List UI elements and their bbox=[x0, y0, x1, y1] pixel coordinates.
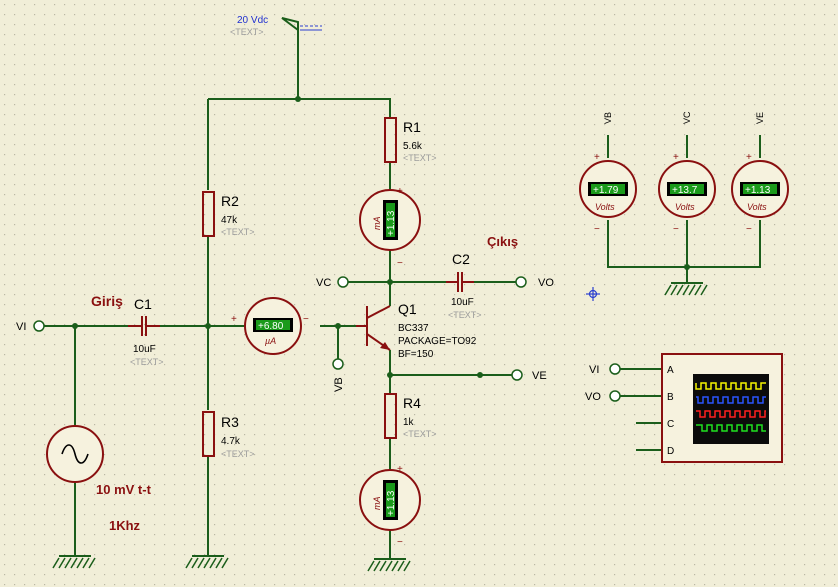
voltmeter-vc-unit: Volts bbox=[675, 202, 695, 212]
scope-channel-d: D bbox=[667, 446, 674, 457]
voltmeter-vb-probe: VB bbox=[603, 112, 613, 124]
scope-channel-b: B bbox=[667, 392, 674, 403]
dc-supply[interactable]: 20 Vdc <TEXT> bbox=[230, 15, 322, 37]
r1-name: R1 bbox=[403, 119, 421, 135]
r4-value: 1k bbox=[403, 417, 415, 428]
r1-text: <TEXT> bbox=[403, 153, 437, 163]
r3-text: <TEXT> bbox=[221, 449, 255, 459]
voltmeter-vb[interactable]: VB +1.79 Volts + − bbox=[579, 112, 637, 235]
emitter-ma-reading: +1.13 bbox=[386, 490, 397, 516]
voltmeter-vc[interactable]: VC +13.7 Volts + − bbox=[658, 111, 716, 235]
scope-input-vo[interactable]: VO bbox=[585, 390, 621, 403]
scope-input-vo-label: VO bbox=[585, 391, 601, 403]
base-ua-unit: µA bbox=[265, 336, 276, 346]
q1-package: PACKAGE=TO92 bbox=[398, 336, 477, 347]
r2-value: 47k bbox=[221, 215, 238, 226]
scope-channel-a: A bbox=[667, 365, 674, 376]
base-ua-minus: − bbox=[303, 314, 309, 325]
emitter-ma-plus: + bbox=[397, 464, 403, 475]
terminal-ve[interactable]: VE bbox=[511, 369, 547, 382]
scope-channel-c: C bbox=[667, 419, 674, 430]
resistor-r3[interactable]: R3 4.7k <TEXT> bbox=[202, 411, 255, 459]
terminal-vi-label: VI bbox=[16, 321, 26, 333]
terminal-vo[interactable]: VO bbox=[515, 276, 554, 289]
emitter-ma-minus: − bbox=[397, 537, 403, 548]
collector-ma-unit: mA bbox=[372, 217, 382, 231]
c1-value: 10uF bbox=[133, 344, 156, 355]
scope-trace-d bbox=[696, 424, 766, 432]
base-ua-reading: +6.80 bbox=[258, 321, 284, 332]
scope-input-vi[interactable]: VI bbox=[589, 363, 621, 376]
ammeter-base[interactable]: +6.80 µA + − bbox=[231, 297, 309, 355]
resistor-r4[interactable]: R4 1k <TEXT> bbox=[384, 393, 437, 439]
voltmeter-vb-plus: + bbox=[594, 152, 600, 163]
voltmeter-vb-minus: − bbox=[594, 224, 600, 235]
voltmeter-ve[interactable]: VE +1.13 Volts + − bbox=[731, 112, 789, 235]
r4-text: <TEXT> bbox=[403, 429, 437, 439]
q1-name: Q1 bbox=[398, 301, 417, 317]
collector-ma-plus: + bbox=[397, 186, 403, 197]
voltmeter-ve-unit: Volts bbox=[747, 202, 767, 212]
voltmeter-ve-plus: + bbox=[746, 152, 752, 163]
capacitor-c2[interactable]: C2 10uF <TEXT> bbox=[446, 251, 482, 320]
voltmeter-vb-unit: Volts bbox=[595, 202, 615, 212]
base-ua-plus: + bbox=[231, 314, 237, 325]
collector-ma-reading: +1.13 bbox=[386, 210, 397, 236]
voltmeter-vc-plus: + bbox=[673, 152, 679, 163]
source-amplitude: 10 mV t-t bbox=[96, 482, 152, 497]
c2-text: <TEXT> bbox=[448, 310, 482, 320]
sine-wave-icon bbox=[61, 444, 89, 464]
ammeter-emitter[interactable]: +1.13 mA + − bbox=[359, 464, 421, 548]
r4-name: R4 bbox=[403, 395, 421, 411]
voltmeter-ve-minus: − bbox=[746, 224, 752, 235]
voltmeter-ve-probe: VE bbox=[755, 112, 765, 124]
c1-name: C1 bbox=[134, 296, 152, 312]
voltmeter-vc-minus: − bbox=[673, 224, 679, 235]
scope-input-vi-label: VI bbox=[589, 364, 599, 376]
ammeter-collector[interactable]: +1.13 mA + − bbox=[359, 186, 421, 269]
input-title: Giriş bbox=[91, 293, 123, 309]
junctions bbox=[72, 96, 690, 378]
resistor-r2[interactable]: R2 47k <TEXT> bbox=[202, 191, 255, 237]
source-frequency: 1Khz bbox=[109, 518, 141, 533]
voltmeter-vc-reading: +13.7 bbox=[672, 185, 698, 196]
transistor-q1[interactable]: Q1 BC337 PACKAGE=TO92 BF=150 bbox=[356, 301, 477, 360]
terminal-vb-label: VB bbox=[333, 377, 345, 392]
supply-text: <TEXT> bbox=[230, 27, 264, 37]
q1-bf: BF=150 bbox=[398, 349, 434, 360]
scope-trace-c bbox=[696, 410, 766, 418]
capacitor-c1[interactable]: C1 10uF <TEXT> bbox=[128, 296, 164, 367]
c2-value: 10uF bbox=[451, 297, 474, 308]
r3-value: 4.7k bbox=[221, 436, 241, 447]
scope-trace-b bbox=[696, 396, 766, 404]
terminal-vi[interactable]: VI bbox=[16, 320, 45, 333]
voltmeter-ve-reading: +1.13 bbox=[745, 185, 771, 196]
oscilloscope[interactable]: A B C D bbox=[661, 353, 783, 463]
terminal-vc[interactable]: VC bbox=[316, 276, 349, 289]
crosshair-icon bbox=[586, 287, 600, 301]
r3-name: R3 bbox=[221, 414, 239, 430]
output-title: Çıkış bbox=[487, 234, 518, 249]
r2-name: R2 bbox=[221, 193, 239, 209]
oscilloscope-traces bbox=[695, 382, 766, 432]
c1-text: <TEXT> bbox=[130, 357, 164, 367]
c2-name: C2 bbox=[452, 251, 470, 267]
r2-text: <TEXT> bbox=[221, 227, 255, 237]
ac-source[interactable] bbox=[46, 425, 104, 483]
voltmeter-vb-reading: +1.79 bbox=[593, 185, 619, 196]
terminal-vb[interactable]: VB bbox=[332, 358, 345, 392]
r1-value: 5.6k bbox=[403, 141, 423, 152]
terminal-vc-label: VC bbox=[316, 277, 331, 289]
voltmeter-vc-probe: VC bbox=[682, 111, 692, 124]
scope-trace-a bbox=[695, 382, 766, 390]
terminal-ve-label: VE bbox=[532, 370, 547, 382]
resistor-r1[interactable]: R1 5.6k <TEXT> bbox=[384, 117, 437, 163]
collector-ma-minus: − bbox=[397, 258, 403, 269]
supply-label: 20 Vdc bbox=[237, 15, 268, 26]
q1-model: BC337 bbox=[398, 323, 429, 334]
emitter-ma-unit: mA bbox=[372, 497, 382, 511]
terminal-vo-label: VO bbox=[538, 277, 554, 289]
